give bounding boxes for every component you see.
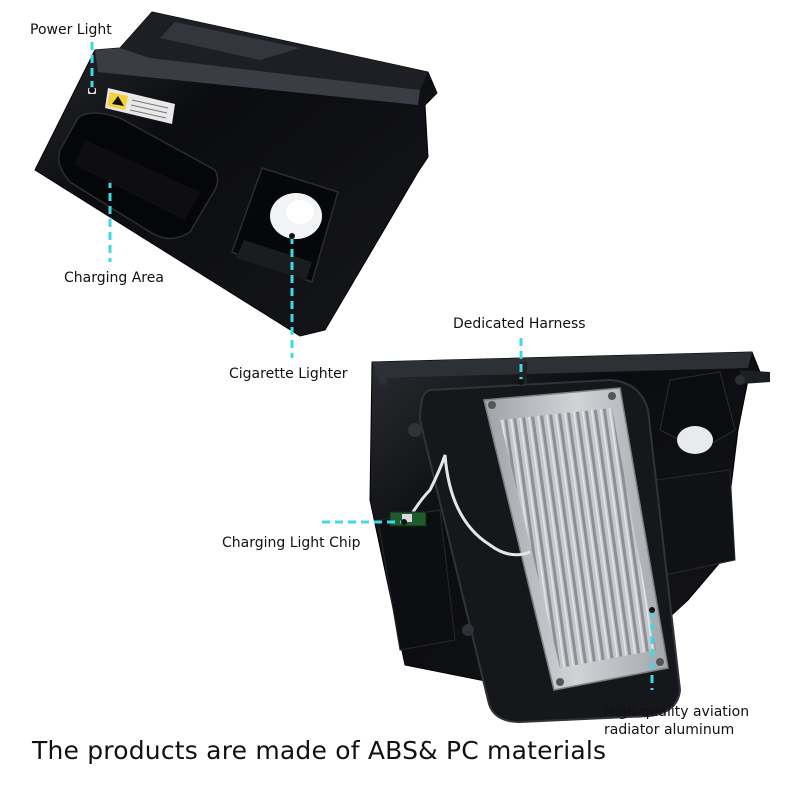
wire-harness: [406, 362, 531, 557]
callout-lines: [90, 42, 654, 690]
charging-tray: [58, 112, 219, 240]
label-aviation-aluminum: High quality aviation radiator aluminum: [604, 703, 749, 739]
label-cigarette-lighter: Cigarette Lighter: [229, 366, 348, 382]
materials-caption: The products are made of ABS& PC materia…: [32, 736, 607, 765]
label-aviation-line2: radiator aluminum: [604, 722, 735, 738]
rear-panel: [369, 351, 770, 724]
charging-light-chip: [389, 511, 427, 527]
label-power-light: Power Light: [30, 22, 112, 38]
label-aviation-line1: High quality aviation: [604, 704, 750, 720]
warning-sticker: [105, 88, 175, 124]
lighter-recess: [231, 167, 339, 283]
label-dedicated-harness: Dedicated Harness: [453, 316, 586, 332]
label-charging-light-chip: Charging Light Chip: [222, 535, 361, 551]
label-charging-area: Charging Area: [64, 270, 164, 286]
radiator-fins: [483, 387, 669, 691]
lighter-housing: [659, 371, 736, 454]
front-panel: [34, 11, 438, 337]
callout-dots: [89, 87, 655, 613]
